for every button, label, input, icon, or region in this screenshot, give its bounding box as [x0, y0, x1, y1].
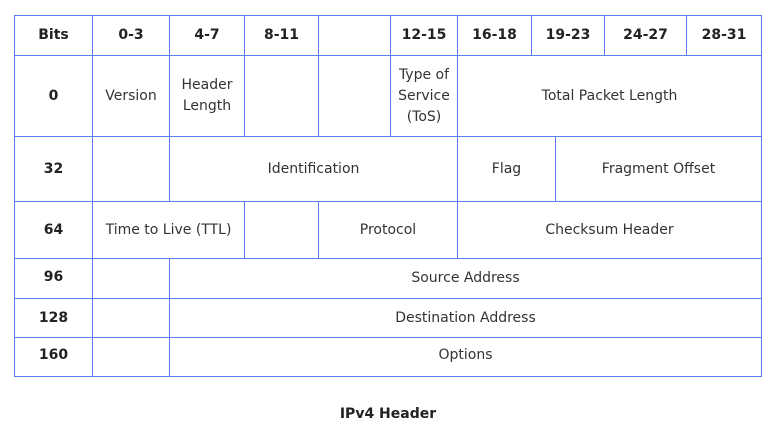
- field-destination-address: Destination Address: [169, 298, 762, 338]
- field-flag: Flag: [457, 136, 556, 202]
- field-empty: [244, 201, 319, 259]
- field-identification: Identification: [169, 136, 458, 202]
- field-empty: [244, 55, 319, 137]
- field-empty: [318, 55, 391, 137]
- field-type-of-service: Type of Service (ToS): [390, 55, 458, 137]
- field-protocol: Protocol: [318, 201, 458, 259]
- field-header-length: Header Length: [169, 55, 245, 137]
- header-col: 19-23: [531, 15, 605, 56]
- row-offset: 128: [14, 298, 93, 338]
- row-offset: 0: [14, 55, 93, 137]
- header-bits: Bits: [14, 15, 93, 56]
- row-offset: 160: [14, 337, 93, 377]
- field-empty: [92, 298, 170, 338]
- header-col: 24-27: [604, 15, 687, 56]
- field-version: Version: [92, 55, 170, 137]
- header-col: 8-11: [244, 15, 319, 56]
- header-col: 12-15: [390, 15, 458, 56]
- field-time-to-live: Time to Live (TTL): [92, 201, 245, 259]
- row-offset: 32: [14, 136, 93, 202]
- field-empty: [92, 258, 170, 299]
- header-col: 16-18: [457, 15, 532, 56]
- field-fragment-offset: Fragment Offset: [555, 136, 762, 202]
- ipv4-header-table: Bits 0-3 4-7 8-11 12-15 16-18 19-23 24-2…: [14, 15, 762, 377]
- field-total-packet-length: Total Packet Length: [457, 55, 762, 137]
- field-empty: [92, 136, 170, 202]
- header-col: 0-3: [92, 15, 170, 56]
- field-options: Options: [169, 337, 762, 377]
- field-empty: [92, 337, 170, 377]
- header-col: [318, 15, 391, 56]
- row-offset: 96: [14, 258, 93, 299]
- header-col: 4-7: [169, 15, 245, 56]
- row-offset: 64: [14, 201, 93, 259]
- diagram-title: IPv4 Header: [339, 406, 437, 422]
- field-source-address: Source Address: [169, 258, 762, 299]
- header-col: 28-31: [686, 15, 762, 56]
- field-checksum-header: Checksum Header: [457, 201, 762, 259]
